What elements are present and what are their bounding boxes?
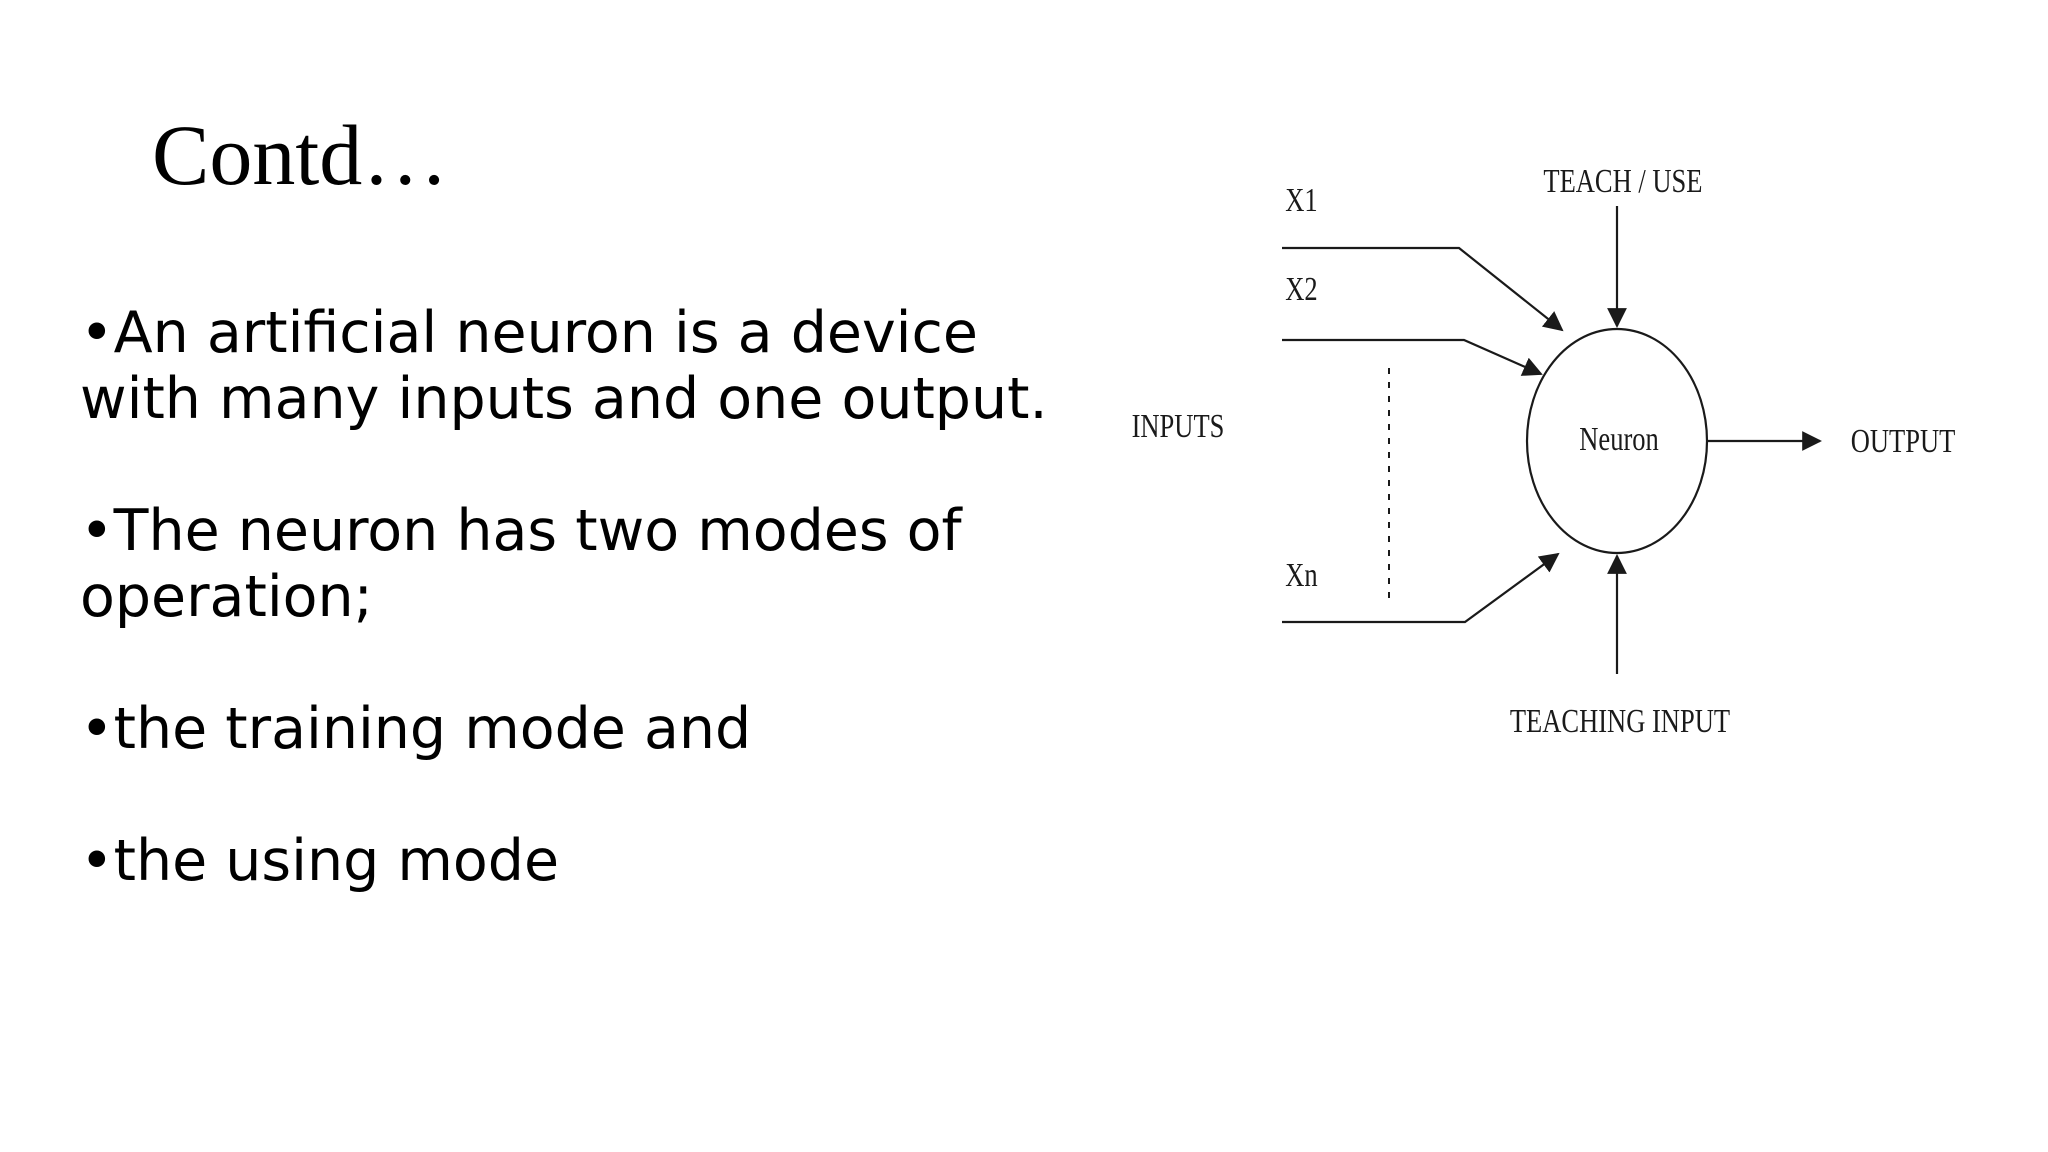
input-line-x2: [1282, 338, 1543, 376]
slide-body: •An artificial neuron is a device with m…: [80, 300, 1080, 894]
label-teach-use: TEACH / USE: [1543, 162, 1702, 200]
label-x2: X2: [1285, 270, 1317, 308]
bullet-paragraph-2: •The neuron has two modes of operation;: [80, 498, 962, 630]
neuron-diagram: X1 X2 Xn INPUTS TEACH / USE Neuron OUTPU…: [1132, 162, 1956, 740]
label-neuron: Neuron: [1579, 420, 1659, 458]
label-xn: Xn: [1285, 556, 1317, 594]
label-inputs: INPUTS: [1132, 407, 1225, 445]
input-line-x1: [1282, 246, 1564, 332]
label-teaching-input: TEACHING INPUT: [1510, 702, 1731, 740]
slide-title: Contd…: [152, 107, 449, 203]
bullet-paragraph-3: •the training mode and: [80, 696, 752, 762]
input-line-xn: [1282, 552, 1560, 624]
label-x1: X1: [1285, 181, 1317, 219]
label-output: OUTPUT: [1851, 422, 1956, 460]
bullet-paragraph-1: •An artificial neuron is a device with m…: [80, 300, 1048, 432]
bullet-paragraph-4: •the using mode: [80, 828, 560, 894]
